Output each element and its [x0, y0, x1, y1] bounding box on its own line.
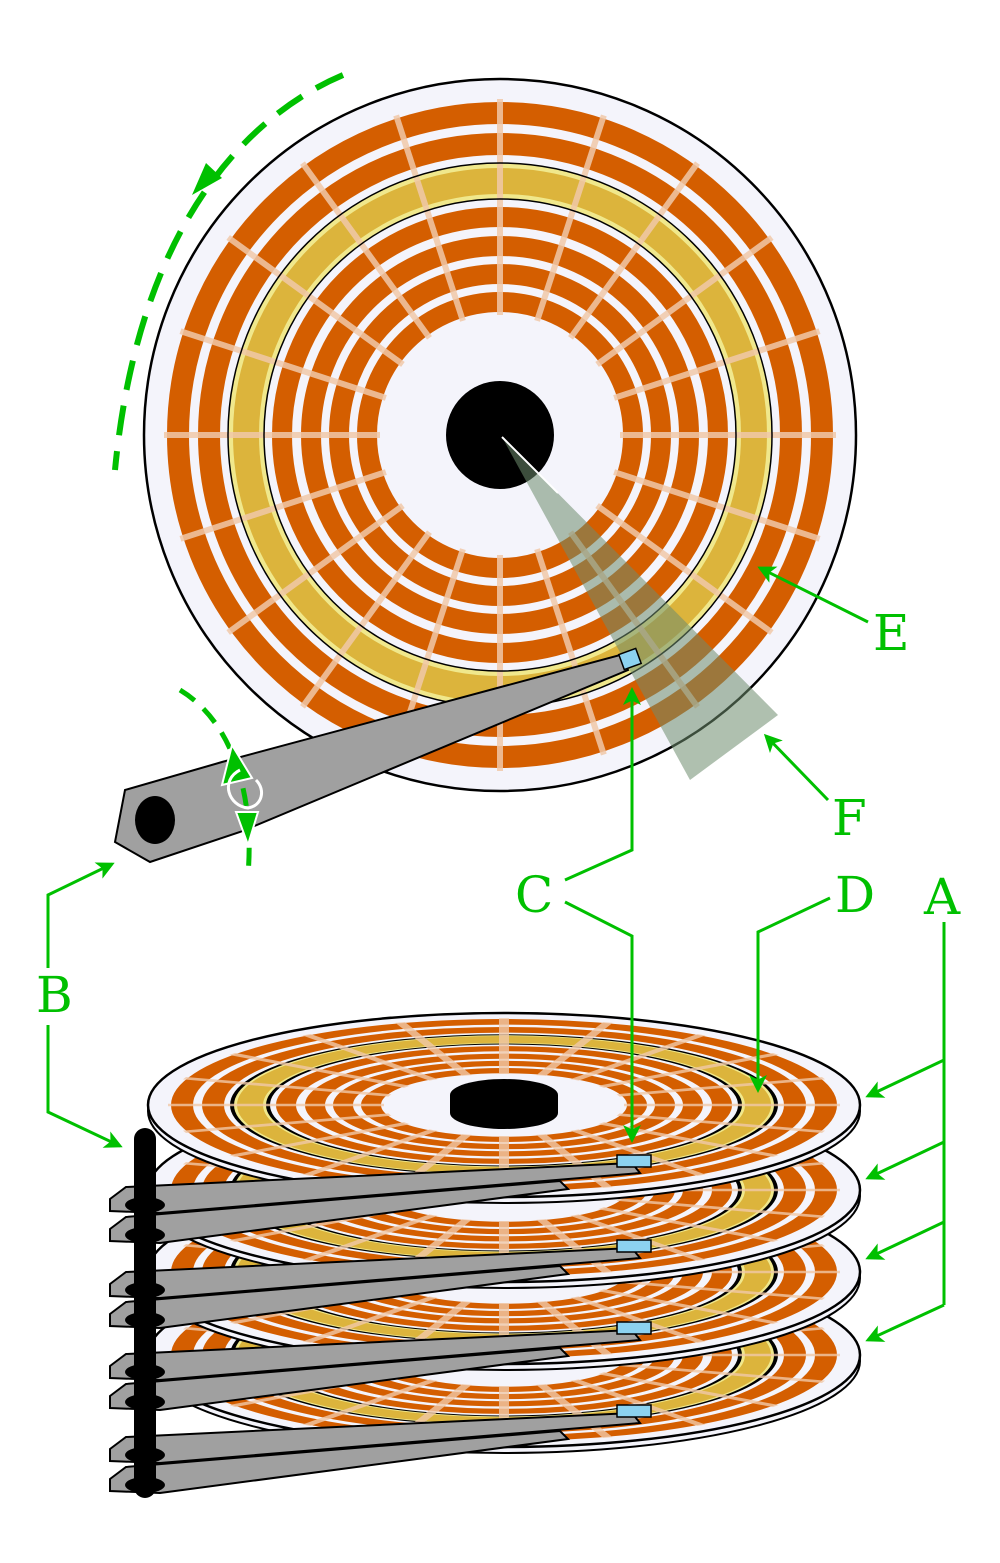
- label-f: F: [832, 789, 867, 847]
- pointer-f: [763, 733, 830, 802]
- sector-gap-line: [616, 1076, 826, 1097]
- platter-tracks: [168, 1018, 840, 1192]
- pointer-a-1: [865, 1058, 945, 1098]
- sector-gap-line: [229, 1122, 410, 1158]
- stack-read-write-head: [616, 1154, 652, 1168]
- label-d: D: [835, 866, 875, 924]
- stack-actuator-arm-upper: [109, 1411, 642, 1465]
- stack-actuator-arm-lower: [109, 1346, 571, 1412]
- pointer-a-2: [865, 1140, 945, 1180]
- stack-actuator-arm-upper: [109, 1161, 642, 1215]
- pointer-a-4: [865, 1303, 945, 1342]
- top-read-write-head: [617, 647, 643, 671]
- wedge-edge: [501, 436, 559, 494]
- sector-wedge: [502, 437, 778, 780]
- sector-gap-line: [534, 548, 607, 756]
- pointer-b-top: [46, 862, 115, 968]
- sector-gap-line: [179, 328, 387, 401]
- sector-gap-line: [534, 114, 607, 322]
- dashed-rotation-arrow-icon: [112, 72, 345, 471]
- sector-gap-line: [536, 1134, 613, 1188]
- sector-gap-line: [302, 1296, 438, 1344]
- sector-gap-line: [300, 530, 432, 709]
- stack-actuator-arm-upper: [109, 1246, 642, 1300]
- sector-gap-line: [570, 1214, 706, 1262]
- sector-gap-line: [616, 1198, 826, 1219]
- stack-spindle-top: [450, 1079, 558, 1111]
- sector-gap-line: [179, 469, 387, 542]
- sector-gap-line: [595, 235, 774, 367]
- pointer-a-3: [865, 1220, 945, 1260]
- label-a: A: [923, 868, 961, 926]
- sector-gap-line: [570, 1379, 706, 1427]
- top-actuator-arm: [113, 653, 630, 864]
- stack-actuator-arm-lower: [109, 1179, 571, 1245]
- sector-gap-line: [595, 503, 774, 635]
- sector-gap-line: [570, 1129, 706, 1177]
- sector-gap-line: [226, 503, 405, 635]
- pointer-c-top: [564, 687, 641, 882]
- sector-gap-line: [598, 1052, 779, 1088]
- pointer-c-bottom: [564, 900, 641, 1143]
- sector-gap-line: [393, 114, 466, 322]
- sector-gap-line: [229, 1052, 410, 1088]
- rotation-arrowhead-icon: [192, 163, 222, 195]
- sector-gap-line: [598, 1289, 779, 1325]
- pivot-arrowhead-up-icon: [220, 742, 254, 787]
- sector-gap-line: [598, 1372, 779, 1408]
- annotation-lines: [46, 566, 946, 1342]
- sector-gap-line: [182, 1076, 392, 1097]
- pivot-arrowhead-down-icon: [234, 811, 260, 849]
- sector-gap-line: [302, 1379, 438, 1427]
- sector-gap-line: [302, 1214, 438, 1262]
- sector-gap-line: [182, 1113, 392, 1134]
- stack-actuator-arm-lower: [109, 1264, 571, 1330]
- pivot-swirl: [227, 768, 264, 810]
- pointer-e: [757, 566, 869, 624]
- sector-gap-line: [226, 235, 405, 367]
- stack-read-write-head: [616, 1239, 652, 1253]
- sector-gap-line: [613, 469, 821, 542]
- sector-gap-line: [616, 1280, 826, 1301]
- sector-gap-line: [536, 1301, 613, 1355]
- label-c: C: [515, 866, 553, 924]
- sector-gap-line: [536, 1384, 613, 1438]
- stack-actuator-arm-upper: [109, 1328, 642, 1382]
- sector-gap-line: [616, 1113, 826, 1134]
- sector-gap-line: [616, 1363, 826, 1384]
- sector-gap-line: [570, 1033, 706, 1081]
- pointer-b-bottom: [46, 1025, 123, 1148]
- sector-gap-line: [302, 1129, 438, 1177]
- spindle-rod: [134, 1128, 156, 1498]
- sector-gap-line: [536, 1022, 613, 1076]
- sector-gap-line: [598, 1207, 779, 1243]
- stack-read-write-head: [616, 1404, 652, 1418]
- sector-gap-line: [302, 1033, 438, 1081]
- label-e: E: [873, 604, 910, 662]
- sector-gap-line: [568, 161, 700, 340]
- stack-actuator-arm-lower: [109, 1429, 571, 1495]
- sector-gap-line: [570, 1296, 706, 1344]
- pointer-d: [749, 896, 831, 1093]
- stack-read-write-head: [616, 1321, 652, 1335]
- sector-gap-line: [300, 161, 432, 340]
- platter-stack: [109, 1011, 862, 1495]
- label-b: B: [36, 966, 73, 1024]
- sector-gap-line: [395, 1022, 472, 1076]
- sector-gap-line: [536, 1219, 613, 1273]
- top-arm-pivot: [135, 796, 175, 844]
- sector-gap-line: [613, 328, 821, 401]
- top-platter-view: [112, 72, 858, 876]
- highlighted-track-outline-inner: [263, 198, 737, 672]
